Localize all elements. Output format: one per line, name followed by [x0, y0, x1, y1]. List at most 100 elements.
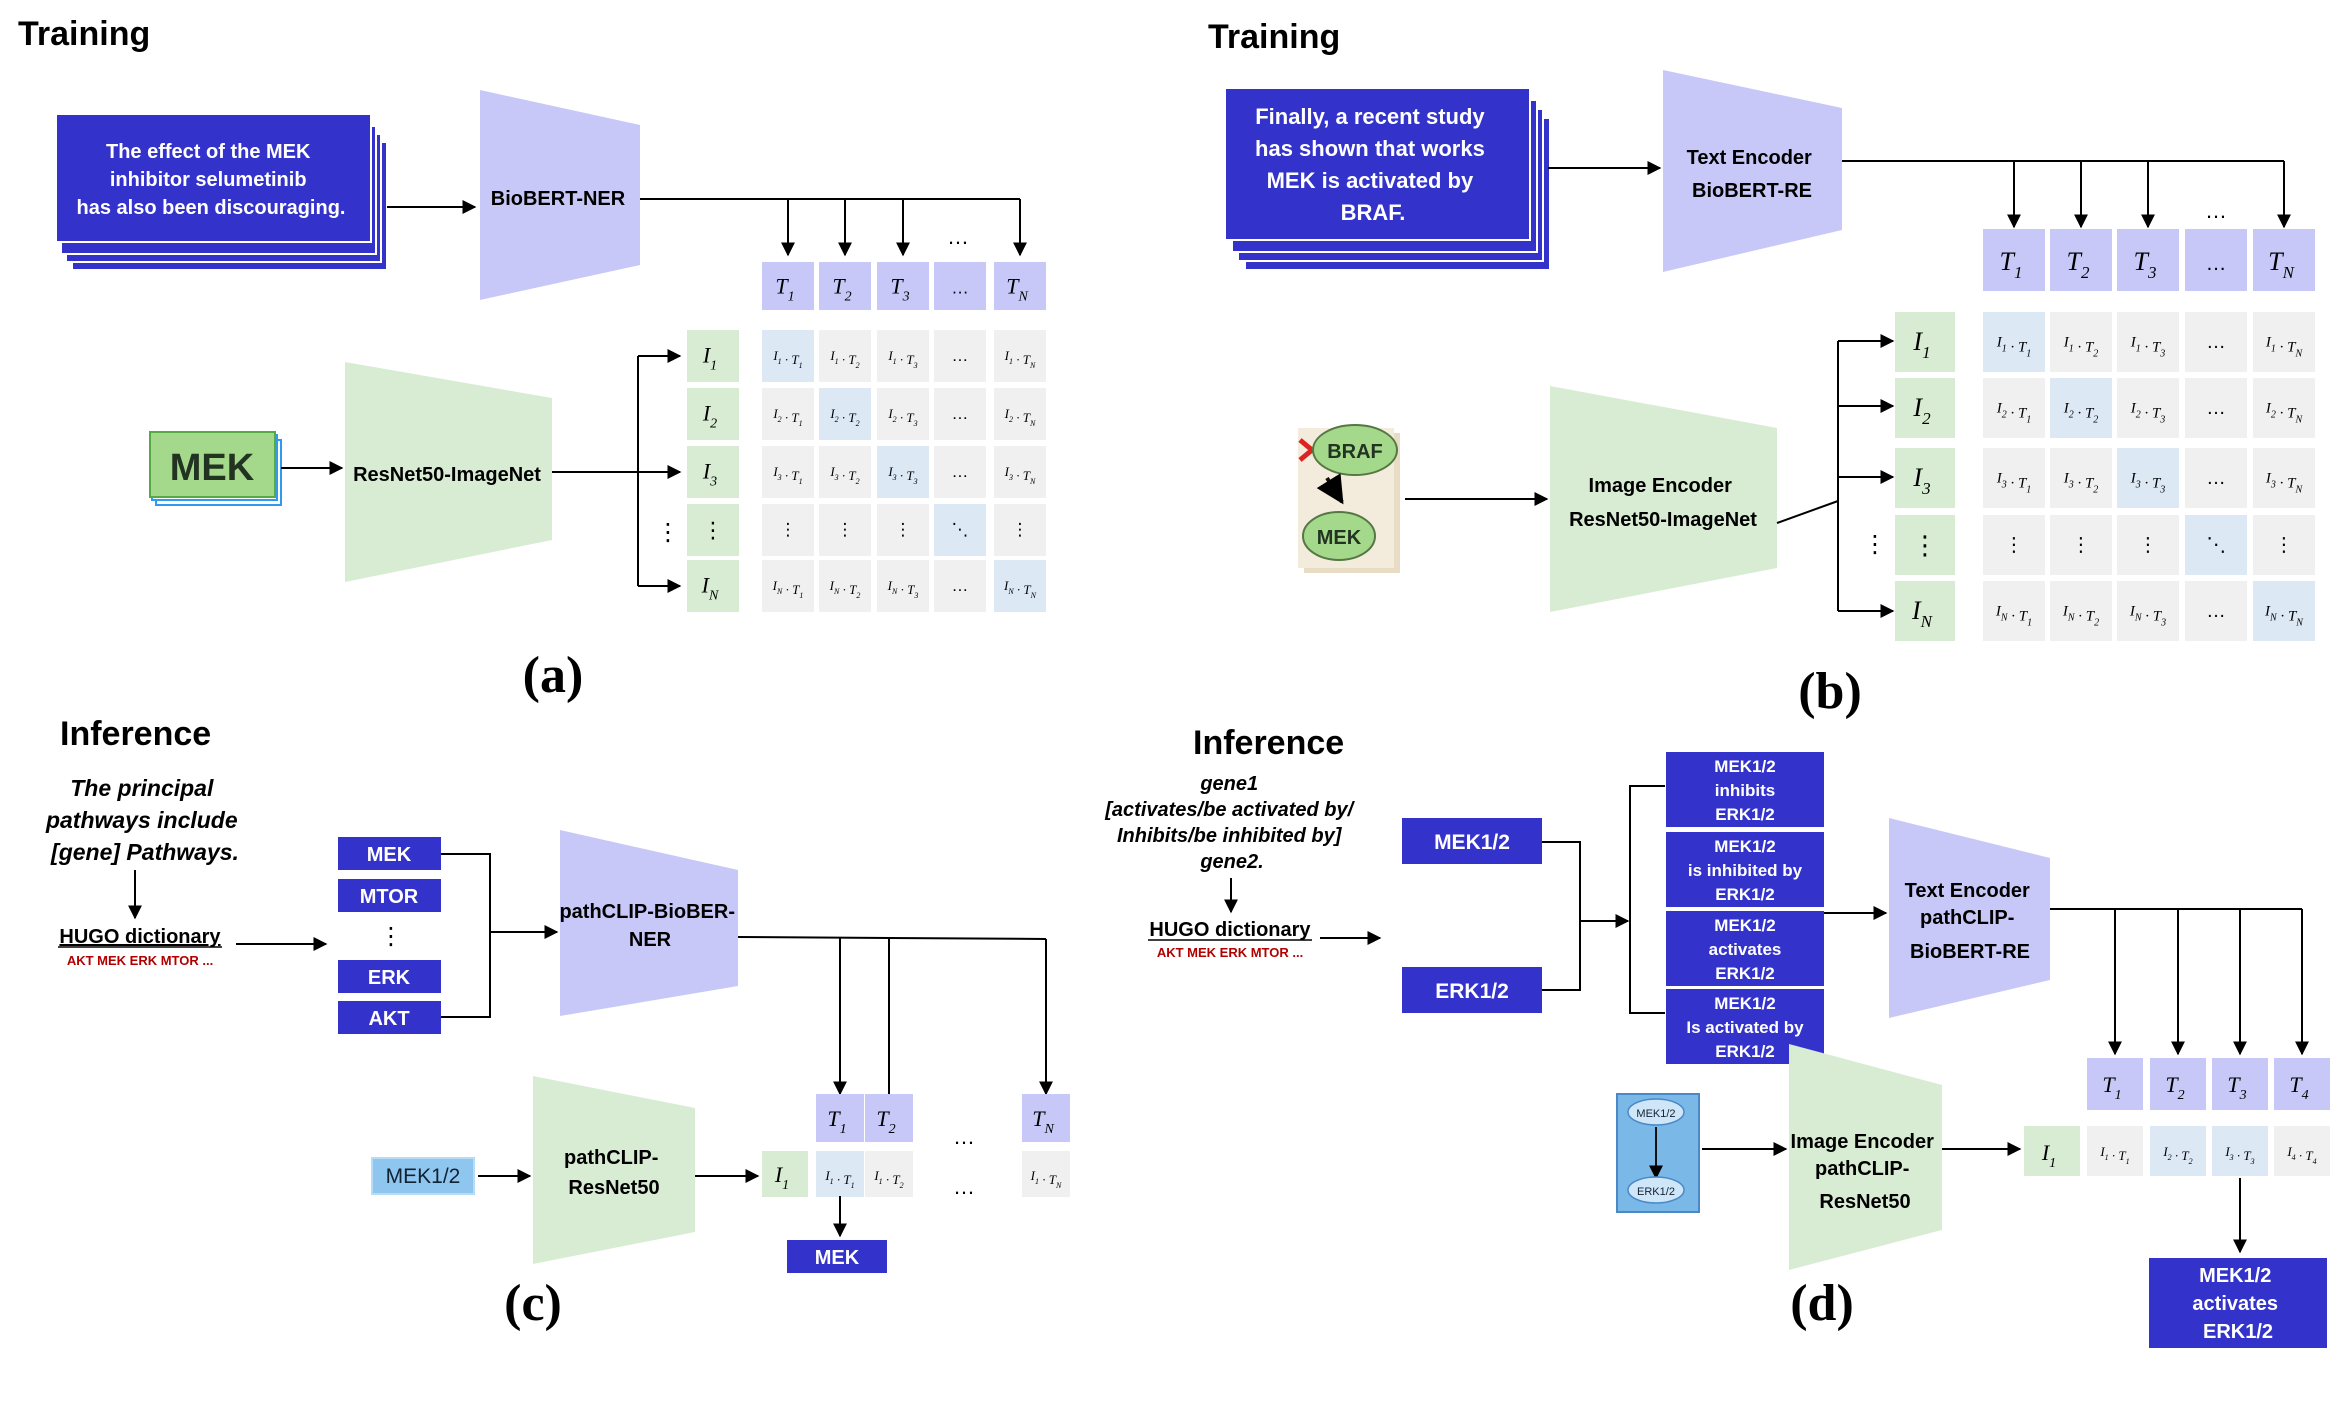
- dot-product-label: I1 · T1: [772, 348, 802, 370]
- dot-product-label: I2 · T2: [2063, 401, 2099, 426]
- dot-product-label: I1 · T2: [873, 1168, 903, 1190]
- similarity-cell: [762, 504, 814, 556]
- similarity-cell: [994, 388, 1046, 440]
- panel-a-text-encoder-label: BioBERT-NER: [491, 188, 626, 210]
- panel-a-input-line: inhibitor selumetinib: [110, 169, 307, 191]
- text-embedding-ellipsis: …: [953, 1124, 975, 1149]
- similarity-cell: [934, 560, 986, 612]
- panel-c-heading: Inference: [60, 715, 211, 753]
- dot-product-label: I4 · T4: [2286, 1144, 2316, 1166]
- dot-product-label: IN · T2: [2062, 604, 2099, 629]
- similarity-cell: [2253, 378, 2315, 438]
- panel-c-image-encoder: pathCLIP- ResNet50: [533, 1076, 695, 1264]
- panel-c-prompt-line: The principal: [70, 775, 214, 801]
- svg-text:Finally, a recent study: Finally, a recent study has shown that w…: [1255, 104, 1491, 225]
- image-embedding-vdots: ⋮: [1912, 530, 1938, 560]
- panel-a-vdots-left: ⋮: [656, 519, 680, 546]
- panel-d-gene2-box: [1402, 967, 1542, 1013]
- similarity-cell: [2212, 1126, 2268, 1176]
- similarity-cell: [2253, 312, 2315, 372]
- panel-d-image-encoder-label: pathCLIP-: [1815, 1158, 1909, 1180]
- dot-product-label: I3 · TN: [1004, 464, 1036, 486]
- panel-c-gene-vdots: ⋮: [379, 923, 403, 950]
- dot-product-label: IN · T1: [772, 578, 804, 600]
- dot-product-label: IN · TN: [1003, 578, 1037, 600]
- dot-product-label: I2 · T1: [1996, 401, 2032, 426]
- dot-product-label: I3 · T3: [2224, 1144, 2254, 1166]
- panel-d-image-encoder-label: Image Encoder: [1791, 1131, 1935, 1153]
- similarity-cell: [2185, 378, 2247, 438]
- image-embedding-cell: [1895, 581, 1955, 641]
- panel-c-gene-box: [338, 837, 441, 870]
- image-embedding-cell: [762, 1151, 808, 1197]
- dot-product-label: I3 · T1: [1996, 471, 2032, 496]
- panel-c-text-encoder: pathCLIP-BioBER- NER: [559, 830, 738, 1016]
- panel-d-image-node-bottom: [1627, 1176, 1685, 1204]
- similarity-vdots: ⋮: [2071, 534, 2091, 556]
- panel-d-dictionary-genes: AKT MEK ERK MTOR ...: [1157, 945, 1303, 960]
- dot-product-label: I2 · TN: [1004, 406, 1036, 428]
- panel-a: Training The effect of the MEK inhibitor…: [18, 15, 1046, 704]
- similarity-cell: [1983, 581, 2045, 641]
- similarity-cell: [994, 504, 1046, 556]
- panel-c: Inference The principal pathways include…: [45, 715, 1070, 1332]
- text-embedding-cell: [2087, 1058, 2143, 1110]
- candidate-sentence-line: MEK1/2: [1714, 837, 1775, 856]
- similarity-cell: [1022, 1151, 1070, 1197]
- image-embedding-cell: [687, 560, 739, 612]
- panel-a-image-encoder-label: ResNet50-ImageNet: [353, 464, 541, 486]
- similarity-ellipsis: …: [952, 346, 969, 365]
- similarity-cell: [994, 560, 1046, 612]
- svg-text:Text Encoder BioBERT-R: Text Encoder BioBERT-RE: [1687, 147, 1818, 202]
- panel-b-braf-node: [1312, 424, 1398, 476]
- text-embedding-cell: [2117, 229, 2179, 291]
- svg-text:MEK1/2 activates E: MEK1/2 activates ERK1/2: [2192, 1265, 2283, 1343]
- text-embedding-cell: [2274, 1058, 2330, 1110]
- similarity-vdots: ⋮: [2138, 534, 2158, 556]
- svg-text:The principal pathways i: The principal pathways include [gene] Pa…: [45, 775, 244, 865]
- dot-product-label: I2 · T3: [2130, 401, 2166, 426]
- panel-d-result-line: activates: [2192, 1293, 2278, 1315]
- panel-d-image-label-bottom: ERK1/2: [1637, 1186, 1675, 1198]
- panel-a-input-line: The effect of the MEK: [106, 141, 311, 163]
- panel-c-image-encoder-label: pathCLIP-: [564, 1147, 658, 1169]
- similarity-cell: [2185, 581, 2247, 641]
- image-embedding-cell: [1895, 312, 1955, 372]
- similarity-ellipsis: …: [2206, 467, 2226, 489]
- panel-b-heading: Training: [1208, 18, 1340, 56]
- panel-d-result-box: [2149, 1258, 2327, 1348]
- similarity-cell: [877, 330, 929, 382]
- image-embedding-cell: [687, 504, 739, 556]
- dot-product-label: I1 · T1: [1996, 335, 2032, 360]
- panel-d-prompt-line: Inhibits/be inhibited by]: [1117, 825, 1343, 847]
- panel-d-text-encoder: Text Encoder pathCLIP- BioBERT-RE: [1889, 818, 2050, 1018]
- similarity-cell: [1983, 312, 2045, 372]
- panel-b-image: BRAF MEK: [1298, 424, 1400, 573]
- panel-d: Inference gene1 [activates/be activated …: [1104, 724, 2330, 1348]
- dot-product-label: I1 · T3: [887, 348, 917, 370]
- similarity-cell: [2253, 515, 2315, 575]
- text-embedding-cell: [877, 262, 929, 310]
- panel-d-prompt-line: gene2.: [1199, 851, 1263, 873]
- panel-d-gene2-label: ERK1/2: [1435, 980, 1509, 1003]
- candidate-sentence-line: MEK1/2: [1714, 916, 1775, 935]
- similarity-ellipsis: …: [2206, 331, 2226, 353]
- svg-text:Text Encoder pathCLIP-: Text Encoder pathCLIP- BioBERT-RE: [1905, 880, 2036, 963]
- similarity-cell: [2274, 1126, 2330, 1176]
- similarity-cell: [2117, 448, 2179, 508]
- panel-a-input-line: has also been discouraging.: [77, 197, 346, 219]
- panel-b-input-text-stack: Finally, a recent study has shown that w…: [1224, 87, 1551, 271]
- candidate-sentence-box: [1666, 832, 1824, 907]
- dot-product-label: IN · TN: [2264, 604, 2304, 629]
- panel-c-prompt-line: [gene] Pathways.: [50, 839, 239, 865]
- candidate-sentence-line: ERK1/2: [1715, 885, 1775, 904]
- text-embedding-cell: [2050, 229, 2112, 291]
- panel-c-text-encoder-label: NER: [629, 929, 672, 951]
- similarity-cell: [877, 446, 929, 498]
- image-embedding-vdots: ⋮: [702, 518, 724, 543]
- panel-a-image: MEK: [149, 431, 282, 506]
- panel-b-image-encoder: Image Encoder ResNet50-ImageNet: [1550, 386, 1777, 612]
